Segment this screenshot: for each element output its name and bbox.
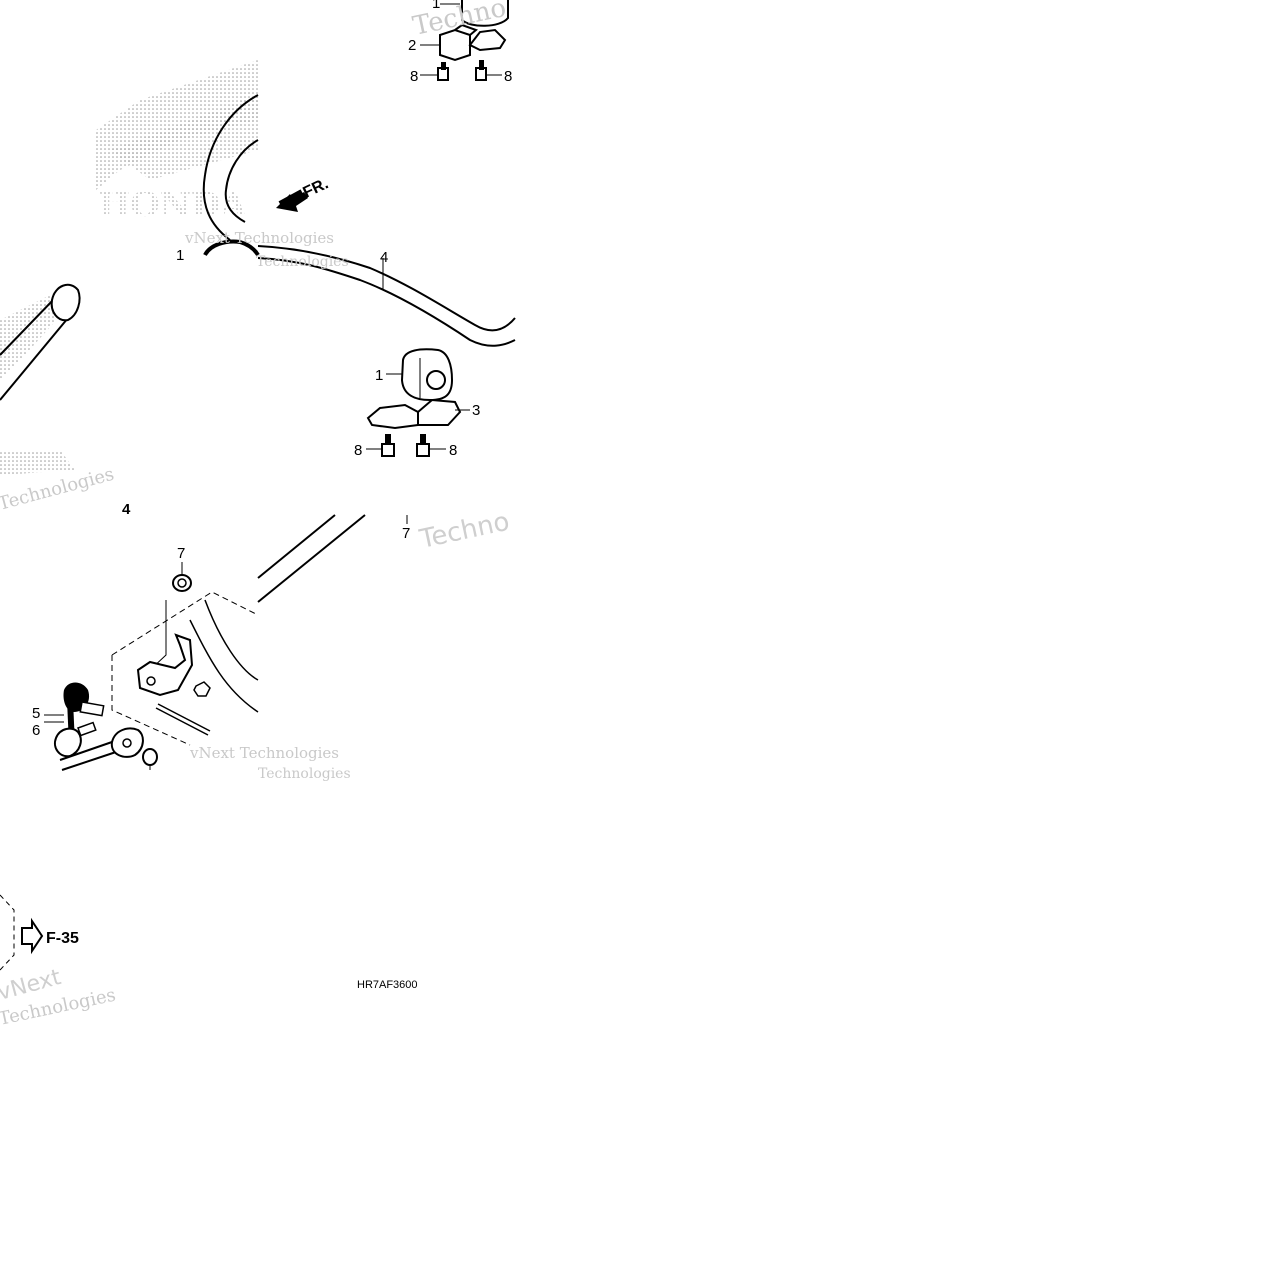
callout-1-left: 1	[176, 247, 184, 264]
nut-icon	[193, 681, 211, 697]
front-indicator-label: FR.	[301, 175, 332, 201]
bolt-icon	[475, 60, 487, 81]
bushing-fragment	[203, 239, 260, 257]
callout-8-top-right: 8	[504, 68, 512, 85]
panel-top-left: HONDA vNext Technologies 1	[96, 60, 334, 264]
callout-2: 2	[408, 37, 416, 54]
callout-7-right: 7	[402, 525, 410, 542]
bolt-icon	[381, 434, 395, 457]
bracket-part	[136, 633, 194, 697]
stabilizer-bar-segment	[257, 257, 516, 347]
bolt-icon	[437, 62, 449, 81]
watermark-text: Technologies	[256, 254, 349, 270]
bushing-part	[400, 348, 454, 402]
watermark-text: Technologies	[258, 766, 351, 782]
link-rod	[0, 297, 56, 356]
stabilizer-bar-segment	[257, 245, 516, 332]
link-rod	[0, 317, 69, 401]
panel-middle-right: 4 Technologies 1 3 8 8	[256, 245, 516, 459]
watermark-text: vNext Technologies	[184, 229, 334, 247]
stabilizer-link	[54, 682, 117, 771]
reference-arrow-icon	[21, 917, 44, 955]
panel-bottom: F-35 HR7AF3600 vNext Technologies	[0, 894, 418, 1030]
drawing-code: HR7AF3600	[357, 979, 418, 991]
honda-logo-text: HONDA	[98, 185, 247, 225]
front-arrow-icon	[276, 189, 308, 212]
watermark-text: vNext Technologies	[189, 744, 339, 762]
reference-arrow-label: F-35	[46, 930, 79, 947]
callout-8-middle-right: 8	[449, 442, 457, 459]
callout-1-middle: 1	[375, 367, 383, 384]
panel-top-right: 1 2 8 8 Techno FR.	[276, 0, 512, 212]
callout-1-top: 1	[432, 0, 440, 12]
holder-bracket-top	[439, 23, 507, 62]
callout-6: 6	[32, 722, 40, 739]
panel-lower-right: 7 Techno	[257, 507, 512, 603]
stabilizer-bar-segment	[202, 94, 259, 241]
callout-4-bar: 4	[380, 249, 388, 266]
callout-7-link: 7	[177, 545, 185, 562]
callout-4-left: 4	[122, 501, 131, 518]
watermark-text: Techno	[416, 507, 512, 555]
callout-3: 3	[472, 402, 480, 419]
nut-icon	[142, 748, 158, 766]
link-eye	[50, 283, 81, 322]
panel-middle-left: Technologies 4	[0, 283, 131, 518]
panel-lower-left: 7 5 6 vNext Techn	[32, 545, 351, 782]
callout-5: 5	[32, 705, 40, 722]
stabilizer-bar-segment	[224, 139, 259, 223]
bolt-icon	[416, 434, 430, 457]
callout-8-middle-left: 8	[354, 442, 362, 459]
honda-wing-logo: HONDA	[96, 60, 258, 225]
nut-icon	[172, 574, 192, 592]
callout-8-top-left: 8	[410, 68, 418, 85]
holder-bracket-middle	[366, 398, 462, 430]
